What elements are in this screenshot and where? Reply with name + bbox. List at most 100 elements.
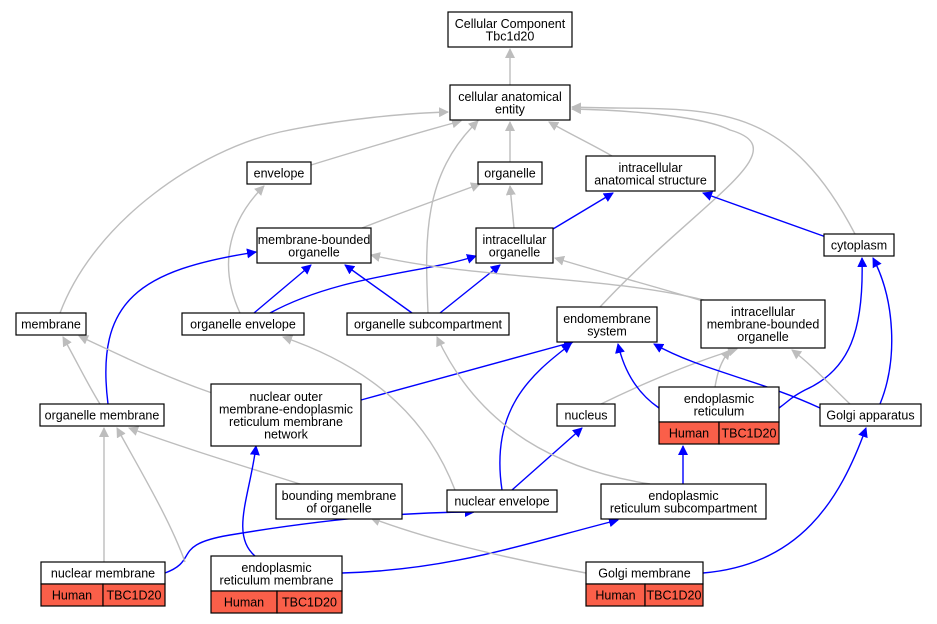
node-label: Golgi apparatus xyxy=(826,409,914,423)
edge-er-to-imbo-is-a xyxy=(714,349,731,388)
node-box xyxy=(477,161,543,185)
edge-cytoplasm-to-cae-is-a xyxy=(571,102,856,235)
node-organelle[interactable]: organelle xyxy=(477,161,543,185)
edge-membrane-to-cae-is-a xyxy=(59,107,449,314)
node-box xyxy=(823,233,895,257)
node-label: nucleus xyxy=(564,409,607,423)
node-nomer[interactable]: nuclear outermembrane-endoplasmicreticul… xyxy=(210,383,362,447)
edge-golgi-to-imbo-is-a xyxy=(791,349,851,405)
node-box xyxy=(585,155,716,192)
node-label: endoplasmic xyxy=(648,489,718,503)
node-box xyxy=(475,227,554,264)
edge-er-to-cytoplasm-part-of xyxy=(778,257,868,409)
edge-golgi-to-cytoplasm-part-of xyxy=(872,257,893,405)
node-box xyxy=(447,11,573,48)
edge-cytoplasm-to-ias-part-of xyxy=(702,191,827,238)
node-label: organelle xyxy=(737,330,788,344)
node-label: organelle xyxy=(489,245,540,259)
node-membrane[interactable]: membrane xyxy=(15,312,87,336)
edge-omem-to-membrane-is-a xyxy=(62,336,101,405)
node-box xyxy=(556,403,616,427)
node-box xyxy=(819,403,922,427)
node-label: Golgi membrane xyxy=(598,567,690,581)
node-label: network xyxy=(264,427,309,441)
node-nenv[interactable]: nuclear envelope xyxy=(446,489,558,513)
edge-nmem-to-nenv-part-of xyxy=(164,507,475,574)
node-label: nuclear envelope xyxy=(454,495,549,509)
edge-imbo-to-mbo-is-a xyxy=(370,252,705,301)
species-tag: Human xyxy=(595,589,635,603)
edge-endo-to-cae-is-a xyxy=(571,104,754,308)
node-label: cytoplasm xyxy=(831,239,887,253)
node-box xyxy=(556,306,658,343)
species-tag: Human xyxy=(669,427,709,441)
node-label: reticulum membrane xyxy=(220,573,334,587)
edge-osub-to-io-part-of xyxy=(439,264,501,314)
node-oenv[interactable]: organelle envelope xyxy=(181,312,305,336)
node-label: membrane-bounded xyxy=(707,318,820,332)
node-box xyxy=(346,312,510,336)
edge-ermem-to-ersub-part-of xyxy=(341,517,619,574)
node-box xyxy=(39,403,165,427)
node-label: reticulum xyxy=(694,404,745,418)
node-envelope[interactable]: envelope xyxy=(246,161,312,185)
node-nucleus[interactable]: nucleus xyxy=(556,403,616,427)
node-label: organelle envelope xyxy=(190,318,296,332)
node-label: envelope xyxy=(254,167,305,181)
node-label: membrane-bounded xyxy=(258,233,371,247)
edge-ersub-to-osub-is-a xyxy=(436,336,651,485)
node-label: endomembrane xyxy=(563,312,651,326)
node-cytoplasm[interactable]: cytoplasm xyxy=(823,233,895,257)
annotation-cell xyxy=(644,583,704,607)
node-golgi[interactable]: Golgi apparatus xyxy=(819,403,922,427)
node-box xyxy=(658,386,780,423)
node-box xyxy=(181,312,305,336)
node-label: organelle xyxy=(484,167,535,181)
edge-gmem-to-bmo-is-a xyxy=(370,516,587,574)
node-label: nuclear membrane xyxy=(51,567,155,581)
annotation-cell xyxy=(102,583,166,607)
gene-tag: TBC1D20 xyxy=(107,589,162,603)
node-label: organelle xyxy=(288,245,339,259)
node-label: entity xyxy=(495,102,526,116)
node-label: endoplasmic xyxy=(684,392,754,406)
node-box xyxy=(275,483,403,520)
edge-golgi-to-endo-part-of xyxy=(653,343,821,409)
edge-nomer-to-endo-part-of xyxy=(360,339,574,401)
edge-ermem-to-omem-is-a xyxy=(116,427,186,563)
node-omem[interactable]: organelle membrane xyxy=(39,403,165,427)
edge-bmo-to-omem-is-a xyxy=(128,426,301,485)
edge-nenv-to-nucleus-part-of xyxy=(511,427,583,491)
edge-er-to-endo-part-of xyxy=(615,343,660,409)
node-label: system xyxy=(587,324,627,338)
edge-nomer-to-membrane-is-a xyxy=(78,335,213,394)
edge-nenv-to-oenv-is-a xyxy=(282,335,456,491)
node-label: bounding membrane xyxy=(282,489,397,503)
node-label: anatomical structure xyxy=(594,173,707,187)
node-label: of organelle xyxy=(306,501,371,515)
node-label: endoplasmic xyxy=(241,561,311,575)
node-osub[interactable]: organelle subcompartment xyxy=(346,312,510,336)
edge-io-to-organelle-is-a xyxy=(505,185,516,229)
node-label: Tbc1d20 xyxy=(486,29,535,43)
node-label: nuclear outer xyxy=(250,390,323,404)
edge-mbo-to-organelle-is-a xyxy=(361,182,481,229)
edge-envelope-to-cae-is-a xyxy=(310,118,462,166)
node-label: intracellular xyxy=(483,233,547,247)
gene-tag: TBC1D20 xyxy=(647,589,702,603)
edge-oenv-to-mbo-part-of xyxy=(253,264,312,314)
